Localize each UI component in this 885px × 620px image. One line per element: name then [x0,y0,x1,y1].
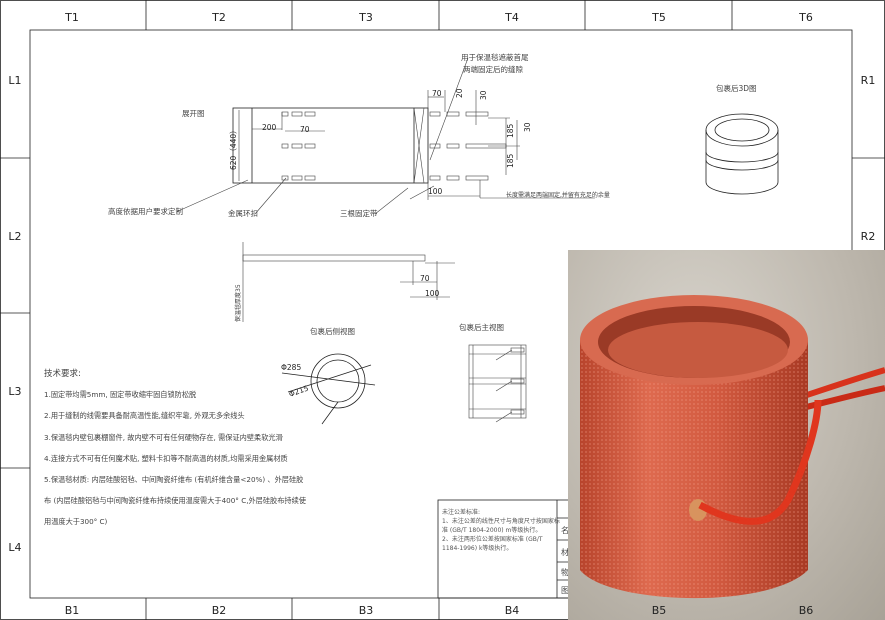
product-photo [568,250,885,620]
zone-label-l3: L3 [8,385,21,398]
thickness-label: 保温毯厚度35 [234,284,242,322]
dim-185-a: 185 [506,123,515,138]
title-block-material: 材 [561,547,569,557]
unfolded-view-title: 展开图 [182,109,205,118]
tolerance-line-2: 1、未注公差的线性尺寸与角度尺寸按国家标 [442,517,560,525]
view-3d-title: 包裹后3D图 [716,83,757,93]
length-note: 长度需满足两端固定,并留有充足的余量 [506,191,610,199]
zone-label-b4: B4 [505,604,520,617]
strip-dim-70: 70 [420,274,430,283]
tolerance-line-3: 准 (GB/T 1804-2000) m等级执行。 [442,526,541,534]
inner-diameter: Φ215 [288,383,310,398]
side-view-ring [281,353,376,425]
front-view-title: 包裹后主视图 [459,322,504,332]
gap-note-line1: 用于保温毯遮蔽首尾 [461,52,529,62]
dim-200: 200 [262,123,277,132]
tolerance-line-5: 1184-1996) k等级执行。 [442,544,512,552]
zone-label-b2: B2 [212,604,227,617]
dim-70: 70 [300,125,310,134]
zone-label-r2: R2 [861,230,876,243]
height-dimension: 620（440） [229,126,238,170]
title-block-drawing: 图 [561,586,569,595]
tech-requirements: 技术要求: 1.固定带均需5mm, 固定带收缩牢固自锁防松脱 2.用于缝制的线需… [44,368,306,526]
requirement-5-end: 用温度大于300° C) [44,517,108,526]
dim-100: 100 [428,187,443,196]
tech-requirements-title: 技术要求: [44,368,81,379]
requirement-5: 5.保温毯材质: 内层硅酸铝毡、中间陶瓷纤维布 (有机纤维含量<20%) 、外层… [44,475,303,484]
zone-label-t4: T4 [504,11,519,24]
title-block-name: 名 [561,525,569,535]
front-view-drawing [468,344,527,423]
dim-70-top: 70 [432,89,442,98]
zone-label-b3: B3 [359,604,374,617]
requirement-2: 2.用于缝制的线需要具备耐高温性能,缝织牢靠, 外观无多余线头 [44,411,245,420]
zone-label-r1: R1 [861,74,876,87]
heater-jacket-photo [580,295,885,599]
zone-label-b1: B1 [65,604,80,617]
dim-20: 20 [455,88,464,98]
zone-label-t3: T3 [358,11,373,24]
title-block-item: 物 [561,567,569,577]
zone-label-l1: L1 [8,74,21,87]
requirement-1: 1.固定带均需5mm, 固定带收缩牢固自锁防松脱 [44,390,196,399]
zone-label-t1: T1 [64,11,79,24]
gap-note-line2: 两端固定后的缝隙 [463,64,523,74]
zone-label-t5: T5 [651,11,666,24]
cylinder-3d-drawing [705,113,779,195]
zone-label-l4: L4 [8,541,21,554]
dim-30-b: 30 [523,122,532,132]
straps-note: 三根固定带 [340,208,378,218]
strip-dim-100: 100 [425,289,440,298]
strip-side-view [242,242,455,322]
height-note: 高度依据用户要求定制 [108,206,183,216]
dim-185-b: 185 [506,153,515,168]
outer-diameter: Φ285 [281,363,301,372]
buckle-note: 金属环扣 [228,208,258,218]
zone-label-t6: T6 [798,11,813,24]
requirement-3: 3.保温毯内壁包裹棚窗件, 故内壁不可有任何硬物存在, 需保证内壁柔软光滑 [44,433,283,442]
side-view-title: 包裹后侧视图 [310,326,355,336]
requirement-5-cont: 布 (内层硅酸铝毡与中间陶瓷纤维布持续使用温度需大于400° C,外层硅胶布持续… [44,496,306,505]
zone-label-t2: T2 [211,11,226,24]
zone-label-l2: L2 [8,230,21,243]
unfolded-view: 展开图 620（440） 200 70 70 20 [108,52,610,218]
tolerance-line-4: 2、未注两形位公差按国家标准 (GB/T [442,535,543,543]
tolerance-line-1: 未注公差标准: [442,508,480,516]
requirement-4: 4.连接方式不可有任何魔术贴, 塑料卡扣等不耐高温的材质,均需采用金属材质 [44,454,288,463]
dim-30-a: 30 [479,90,488,100]
